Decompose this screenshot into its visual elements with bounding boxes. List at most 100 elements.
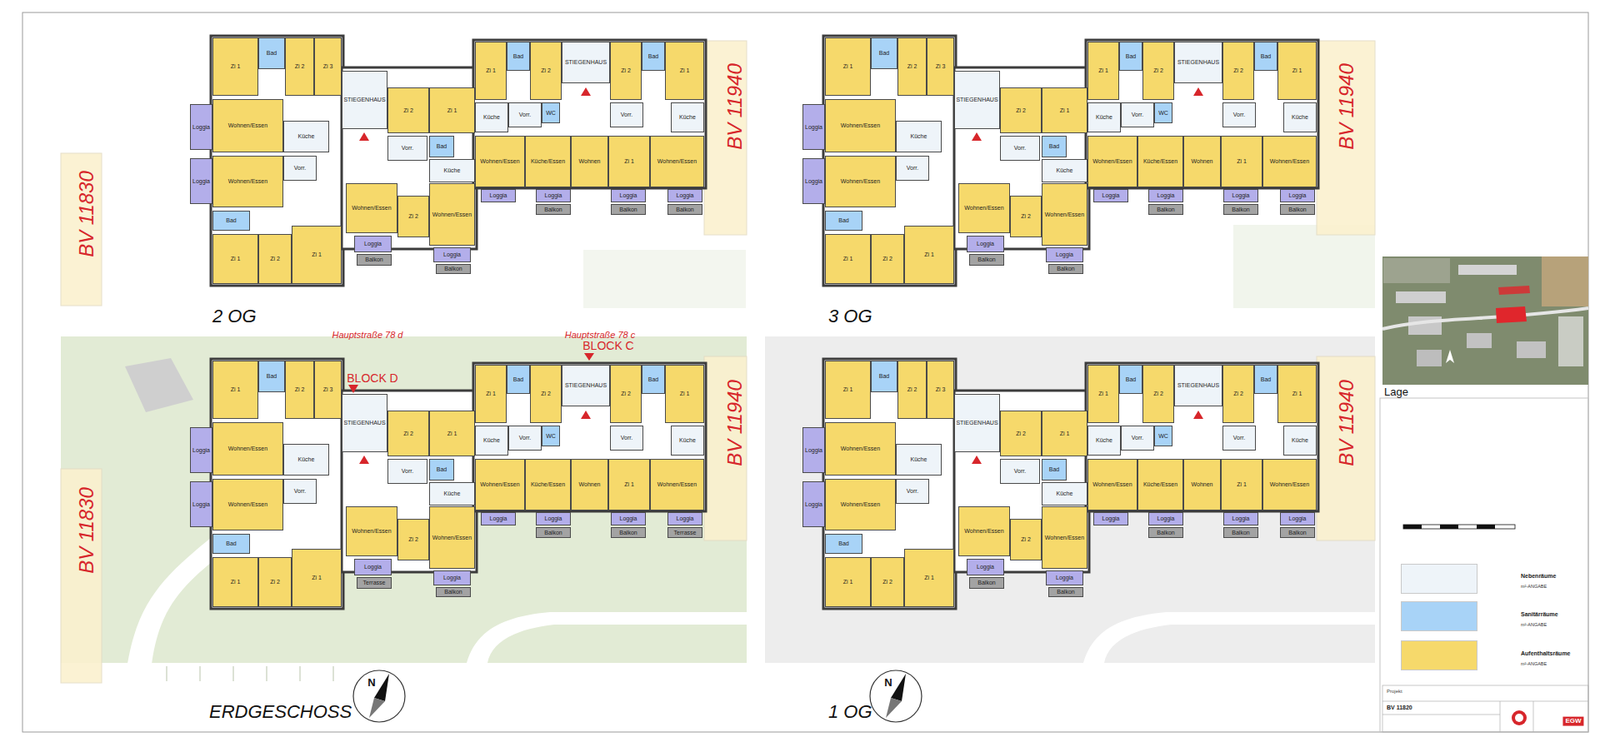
- room-label: Zi 1: [680, 67, 690, 74]
- room-label: Balkon: [977, 256, 995, 263]
- room-label: Küche/Essen: [530, 158, 565, 165]
- room-label: Küche: [298, 456, 315, 463]
- room: STIEGENHAUS: [1174, 365, 1223, 407]
- room: Balkon: [1223, 204, 1259, 215]
- room-label: Zi 1: [843, 63, 854, 70]
- room: Vorr.: [1000, 459, 1040, 485]
- room-label: Bad: [436, 466, 447, 473]
- room: Küche: [1283, 425, 1317, 456]
- room: Zi 1: [1087, 365, 1120, 424]
- room-label: Vorr.: [1131, 111, 1144, 118]
- floor-title: 2 OG: [212, 305, 257, 328]
- room: Loggia: [190, 481, 213, 528]
- room-label: Bad: [1260, 376, 1271, 383]
- room: Küche: [670, 425, 705, 456]
- room-label: Zi 3: [935, 386, 946, 393]
- room-label: Bad: [1049, 466, 1060, 473]
- room-label: Vorr.: [294, 165, 306, 171]
- room-label: Loggia: [443, 575, 461, 581]
- room: Bad: [258, 360, 285, 393]
- north-letter: N: [367, 677, 375, 690]
- room-label: Loggia: [976, 564, 995, 570]
- room-label: Loggia: [1288, 192, 1306, 199]
- room: Zi 3: [926, 37, 955, 96]
- room: Zi 2: [1142, 41, 1175, 100]
- room: Wohnen/Essen: [1262, 135, 1317, 188]
- room: Wohnen/Essen: [825, 479, 896, 531]
- room: Zi 1: [608, 459, 650, 511]
- room: Zi 1: [1041, 87, 1088, 134]
- room: Wohnen/Essen: [212, 99, 284, 153]
- room-label: Zi 2: [907, 63, 918, 70]
- room: Wohnen/Essen: [475, 135, 525, 188]
- room-label: Zi 2: [620, 390, 631, 397]
- room: Wohnen/Essen: [212, 479, 284, 531]
- room-label: Zi 1: [230, 579, 241, 585]
- room-label: Vorr.: [401, 145, 414, 151]
- room-label: Bad: [513, 376, 524, 383]
- room: STIEGENHAUS: [561, 41, 610, 84]
- room: Wohnen/Essen: [1087, 459, 1138, 511]
- room: Balkon: [1148, 527, 1184, 539]
- room-label: STIEGENHAUS: [1177, 382, 1220, 389]
- room: Zi 1: [212, 37, 259, 96]
- room-label: Balkon: [619, 206, 637, 213]
- room-label: Wohnen/Essen: [840, 178, 880, 185]
- room: Zi 1: [212, 360, 259, 420]
- room-label: Wohnen/Essen: [1092, 158, 1132, 165]
- room-label: Zi 2: [1233, 390, 1244, 397]
- legend-swatch: [1400, 564, 1478, 595]
- room-label: Zi 1: [843, 579, 854, 585]
- room-label: Zi 1: [1292, 67, 1303, 74]
- room-label: Vorr.: [1233, 435, 1245, 441]
- room: Wohnen: [1183, 135, 1221, 188]
- room-label: Vorr.: [906, 488, 919, 495]
- room: Zi 2: [870, 234, 905, 285]
- room: Balkon: [535, 204, 571, 215]
- room-label: Loggia: [1231, 192, 1250, 199]
- room-label: Vorr.: [1014, 468, 1026, 475]
- room-label: Terrasse: [674, 530, 697, 536]
- room-label: Küche: [444, 167, 461, 174]
- room: Küche: [670, 102, 705, 133]
- room-label: Vorr.: [519, 111, 531, 118]
- room: Bad: [1041, 459, 1067, 481]
- room-label: Balkon: [1156, 530, 1175, 536]
- room-label: Wohnen: [579, 158, 601, 165]
- room: Bad: [429, 459, 455, 481]
- title-block: [1382, 685, 1589, 733]
- project-number: BV 11820: [1386, 705, 1413, 712]
- room-label: Vorr.: [519, 435, 531, 441]
- room: Bad: [506, 41, 530, 71]
- room-label: Zi 2: [1020, 536, 1031, 543]
- room-label: Loggia: [1156, 192, 1175, 199]
- north-arrow: [870, 670, 922, 723]
- room: Zi 1: [475, 365, 507, 424]
- room-label: Vorr.: [294, 488, 306, 495]
- room-label: Loggia: [1055, 575, 1074, 581]
- room: Zi 1: [212, 234, 259, 285]
- room-label: Zi 1: [311, 251, 322, 258]
- room-label: Zi 2: [403, 430, 414, 437]
- site-name: BV 11940: [1335, 63, 1358, 150]
- room: Wohnen/Essen: [475, 459, 525, 511]
- room-label: Zi 2: [1015, 430, 1026, 437]
- room-label: Zi 1: [924, 575, 935, 581]
- room-label: Loggia: [489, 515, 507, 522]
- room-label: Zi 1: [843, 255, 854, 262]
- legend-text: Sanitärräume: [1520, 611, 1559, 618]
- room: Vorr.: [1222, 425, 1256, 451]
- room: Loggia: [433, 570, 471, 586]
- site-name: BV 11940: [724, 63, 746, 150]
- room: Wohnen/Essen: [958, 506, 1010, 557]
- room-label: WC: [545, 433, 556, 440]
- map-caption: Lage: [1384, 386, 1409, 399]
- room-label: Wohnen/Essen: [228, 122, 268, 129]
- room: Bad: [1119, 41, 1143, 71]
- room: Zi 1: [291, 549, 342, 608]
- room-label: Loggia: [364, 240, 382, 247]
- room: Zi 1: [825, 234, 871, 285]
- room: Loggia: [1045, 247, 1084, 263]
- room: Wohnen: [570, 459, 609, 511]
- room: Zi 2: [530, 41, 562, 100]
